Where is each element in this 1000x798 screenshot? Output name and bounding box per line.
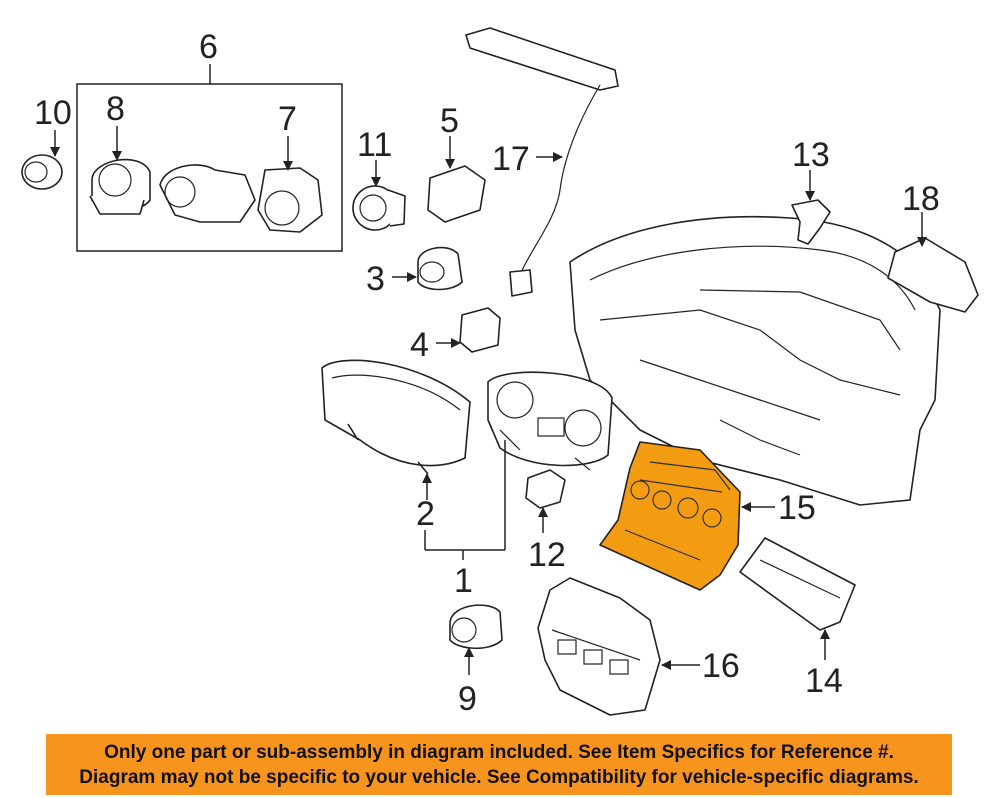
part-15-highlighted	[599, 441, 775, 591]
part-7	[159, 136, 323, 233]
callout-17: 17	[492, 140, 530, 178]
part-11	[352, 160, 406, 231]
callout-14: 14	[805, 662, 843, 700]
callout-3: 3	[366, 260, 385, 298]
callout-12: 12	[528, 536, 566, 574]
callout-1: 1	[454, 562, 473, 600]
callout-7: 7	[278, 100, 297, 138]
callout-10: 10	[34, 94, 72, 132]
part-10	[21, 130, 63, 190]
disclaimer-line-2: Diagram may not be specific to your vehi…	[79, 767, 919, 788]
part-2	[321, 359, 471, 500]
callout-11: 11	[357, 126, 392, 164]
callout-16: 16	[702, 647, 740, 685]
dashboard-panel	[569, 215, 941, 506]
callout-15: 15	[778, 489, 816, 527]
part-9	[449, 604, 503, 675]
part-13	[791, 170, 831, 245]
callout-13: 13	[792, 136, 830, 174]
part-14	[739, 537, 856, 660]
callout-8: 8	[106, 90, 125, 128]
part-4	[436, 307, 501, 353]
callout-2: 2	[416, 495, 435, 533]
part-1-cluster	[487, 371, 613, 471]
callout-6: 6	[199, 28, 218, 66]
callout-18: 18	[902, 180, 940, 218]
leader-1	[424, 440, 506, 560]
part-17	[465, 27, 619, 297]
disclaimer-banner: Only one part or sub-assembly in diagram…	[46, 734, 952, 795]
callout-5: 5	[440, 102, 459, 140]
part-18	[887, 212, 979, 313]
part-5	[427, 136, 486, 223]
part-12	[525, 469, 566, 533]
part-3	[392, 246, 463, 291]
callout-9: 9	[458, 680, 477, 718]
parts-diagram: 6 10 8 7 11 5 17 3 4 13 18 2 1 12 15 16 …	[21, 27, 979, 718]
callout-4: 4	[410, 326, 429, 364]
part-16	[537, 577, 700, 716]
part-8	[89, 126, 151, 215]
disclaimer-line-1: Only one part or sub-assembly in diagram…	[104, 742, 894, 763]
